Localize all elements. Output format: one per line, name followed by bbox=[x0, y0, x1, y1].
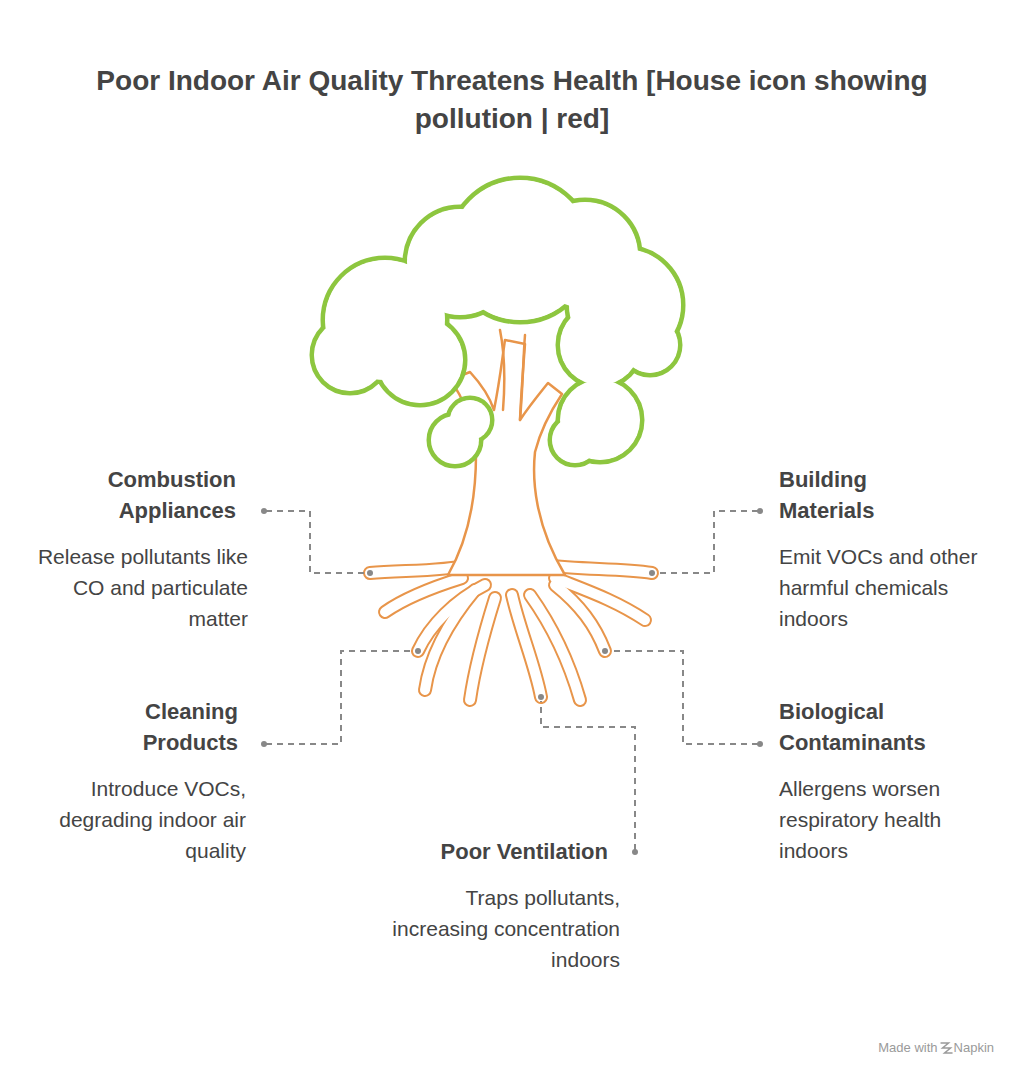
napkin-logo bbox=[941, 1043, 953, 1053]
leader-lines bbox=[266, 511, 758, 850]
watermark: Made with bbox=[878, 1040, 937, 1055]
leader-dots bbox=[261, 508, 763, 855]
diagram-title: Poor Indoor Air Quality Threatens Health… bbox=[92, 62, 932, 138]
callout-heading: Poor Ventilation bbox=[368, 836, 608, 867]
callout-text: Emit VOCs and other harmful chemicals in… bbox=[779, 541, 1004, 634]
callout-heading: Biological Contaminants bbox=[779, 696, 969, 758]
callout-text: Introduce VOCs, degrading indoor air qua… bbox=[26, 773, 246, 866]
callout-text: Allergens worsen respiratory health indo… bbox=[779, 773, 1004, 866]
watermark: Napkin bbox=[954, 1040, 994, 1055]
callout-heading: Combustion Appliances bbox=[66, 464, 236, 526]
callout-heading: Cleaning Products bbox=[68, 696, 238, 758]
callout-text: Release pollutants like CO and particula… bbox=[30, 541, 248, 634]
callout-text: Traps pollutants, increasing concentrati… bbox=[390, 882, 620, 975]
callout-heading: Building Materials bbox=[779, 464, 949, 526]
